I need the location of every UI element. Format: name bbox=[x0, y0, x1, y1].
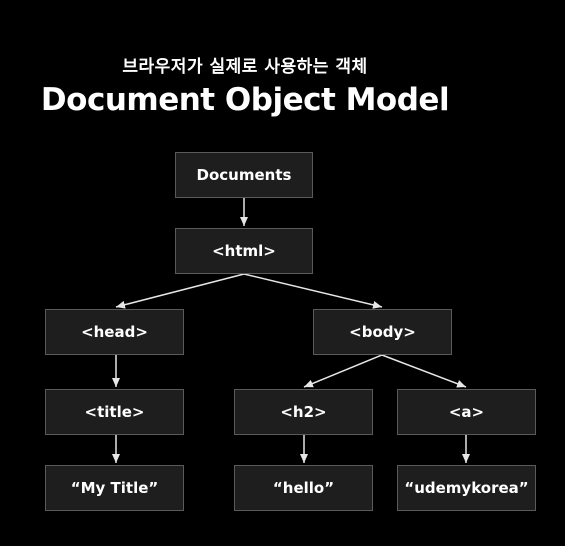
node-body: <body> bbox=[313, 309, 452, 355]
node-head: <head> bbox=[45, 309, 184, 355]
node-documents: Documents bbox=[175, 152, 313, 198]
diagram-title: Document Object Model bbox=[40, 82, 450, 118]
node-title-tag: <title> bbox=[45, 389, 184, 435]
node-html: <html> bbox=[175, 228, 313, 274]
edge-body-h2 bbox=[303, 354, 383, 388]
node-a: <a> bbox=[397, 389, 536, 435]
edge-html-head bbox=[115, 273, 245, 309]
node-my-title-text: “My Title” bbox=[45, 465, 184, 511]
edge-body-a bbox=[381, 354, 467, 388]
edge-html-body bbox=[243, 273, 383, 309]
node-h2: <h2> bbox=[234, 389, 373, 435]
node-hello-text: “hello” bbox=[234, 465, 373, 511]
diagram-subtitle: 브라우저가 실제로 사용하는 객체 bbox=[122, 57, 368, 77]
node-udemykorea-text: “udemykorea” bbox=[397, 465, 536, 511]
